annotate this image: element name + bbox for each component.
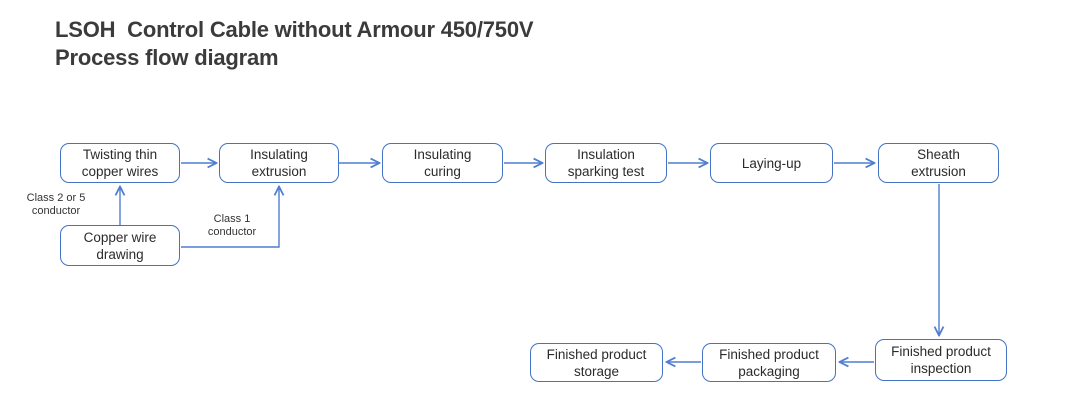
node-insulating-extrusion: Insulating extrusion xyxy=(219,143,339,183)
label-class-2-or-5-conductor: Class 2 or 5 conductor xyxy=(26,192,86,217)
node-sheath-extrusion: Sheath extrusion xyxy=(878,143,999,183)
node-insulating-curing: Insulating curing xyxy=(382,143,503,183)
page-title-line1: LSOH Control Cable without Armour 450/75… xyxy=(55,17,534,42)
node-finished-product-packaging: Finished product packaging xyxy=(702,343,836,382)
label-class-1-conductor: Class 1 conductor xyxy=(207,213,257,238)
node-finished-product-storage: Finished product storage xyxy=(530,343,663,382)
node-copper-wire-drawing: Copper wire drawing xyxy=(60,225,180,266)
node-laying-up: Laying-up xyxy=(710,143,833,183)
node-finished-product-inspection: Finished product inspection xyxy=(875,339,1007,381)
page-title: LSOH Control Cable without Armour 450/75… xyxy=(55,16,534,72)
node-insulation-sparking-test: Insulation sparking test xyxy=(545,143,667,183)
page-title-line2: Process flow diagram xyxy=(55,45,279,70)
node-twisting-thin-copper-wires: Twisting thin copper wires xyxy=(60,143,180,183)
